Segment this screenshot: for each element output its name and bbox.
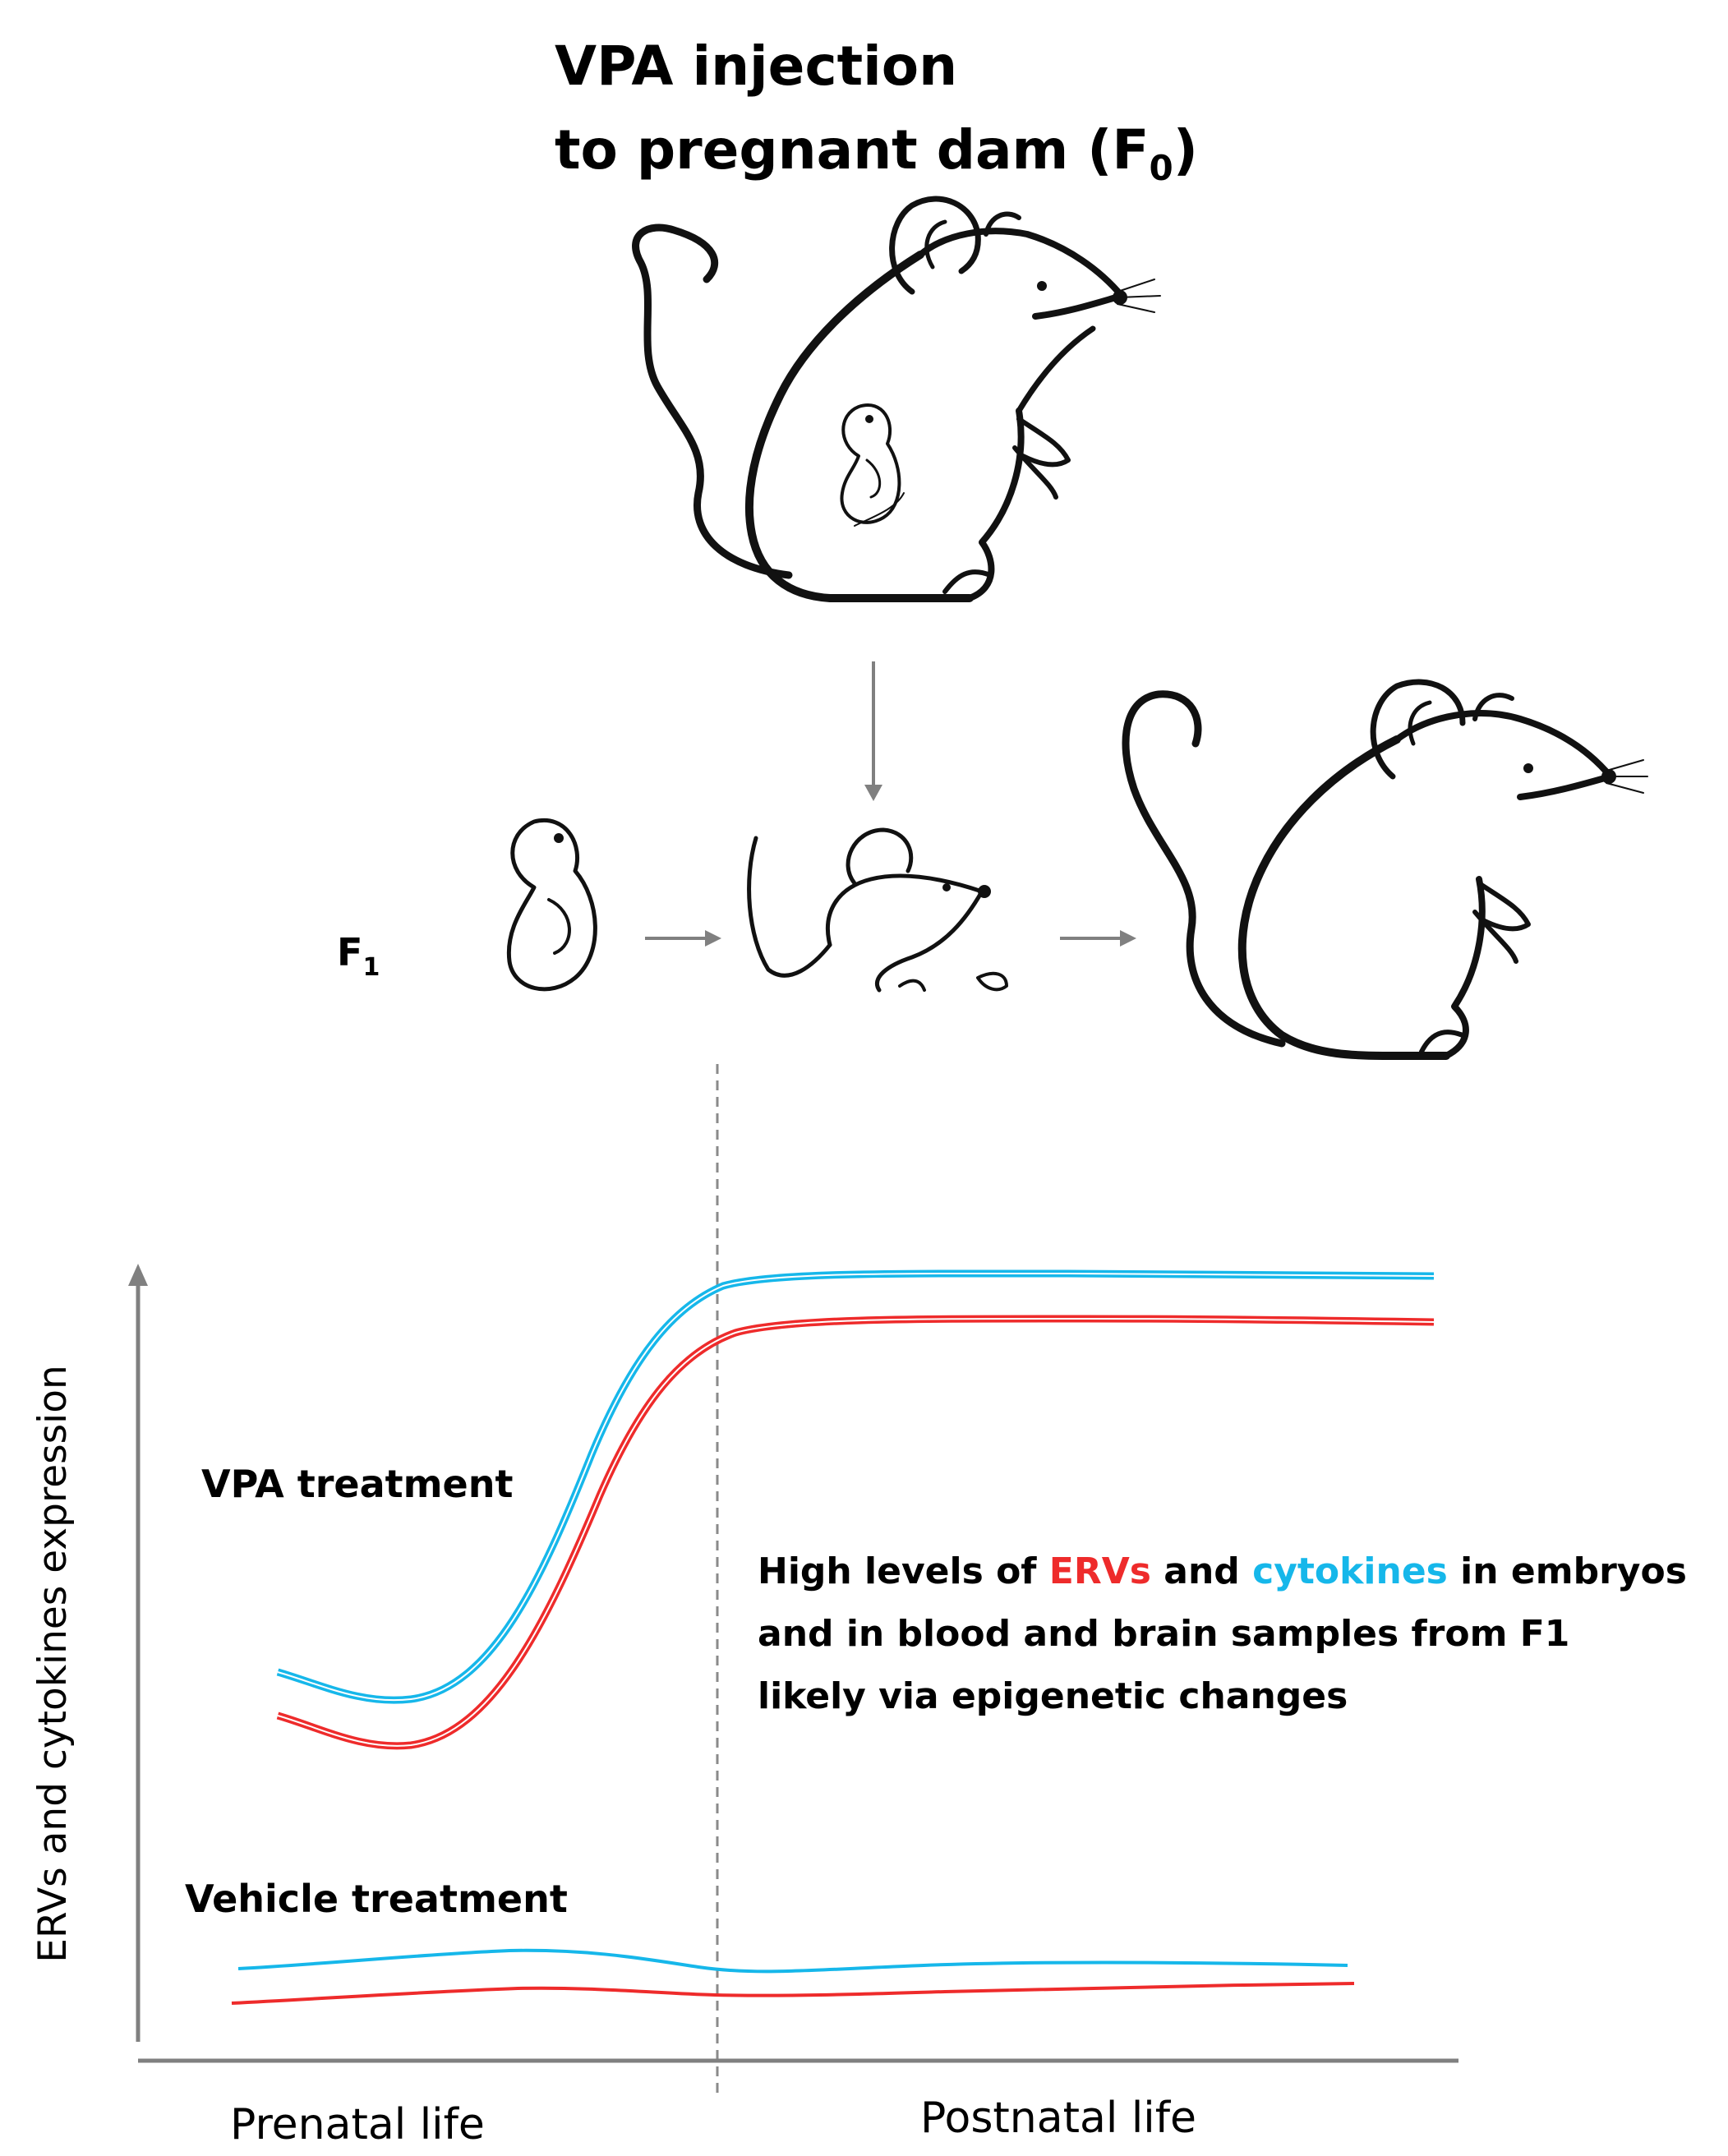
x-label-prenatal: Prenatal life: [230, 2100, 485, 2149]
pregnant-dam-mouse-icon: [632, 196, 1161, 602]
generation-label: F1: [337, 930, 380, 982]
pup-mouse-icon: [747, 827, 1008, 993]
title-line-2: to pregnant dam (F0): [555, 118, 1198, 188]
title-line-1: VPA injection: [555, 35, 957, 98]
adult-mouse-icon: [1122, 679, 1648, 1060]
vpa-cytokines-highlight: [277, 1272, 1435, 1702]
embryo-icon: [506, 818, 597, 992]
series-line-vpa-ervs: [276, 1315, 1435, 1750]
vpa-ervs-highlight: [277, 1317, 1435, 1747]
down-arrow-icon: [864, 661, 882, 801]
right-arrow-icon: [645, 930, 721, 947]
y-axis: [128, 1264, 148, 2042]
right-arrow-icon-2: [1060, 930, 1136, 947]
annotation-line-1: High levels of ERVs and cytokines in emb…: [758, 1550, 1687, 1592]
series-line-vehicle-ervs: [231, 1982, 1355, 2005]
group-label-vehicle: Vehicle treatment: [185, 1877, 568, 1921]
annotation-line-3: likely via epigenetic changes: [758, 1675, 1348, 1717]
y-axis-label: ERVs and cytokines expression: [30, 1365, 76, 1963]
annotation-line-2: and in blood and brain samples from F1: [758, 1613, 1569, 1655]
series-line-vehicle-cytokines: [237, 1948, 1348, 1974]
x-label-postnatal: Postnatal life: [920, 2094, 1196, 2143]
series-line-vpa-cytokines: [276, 1269, 1435, 1704]
group-label-vpa: VPA treatment: [201, 1462, 513, 1506]
